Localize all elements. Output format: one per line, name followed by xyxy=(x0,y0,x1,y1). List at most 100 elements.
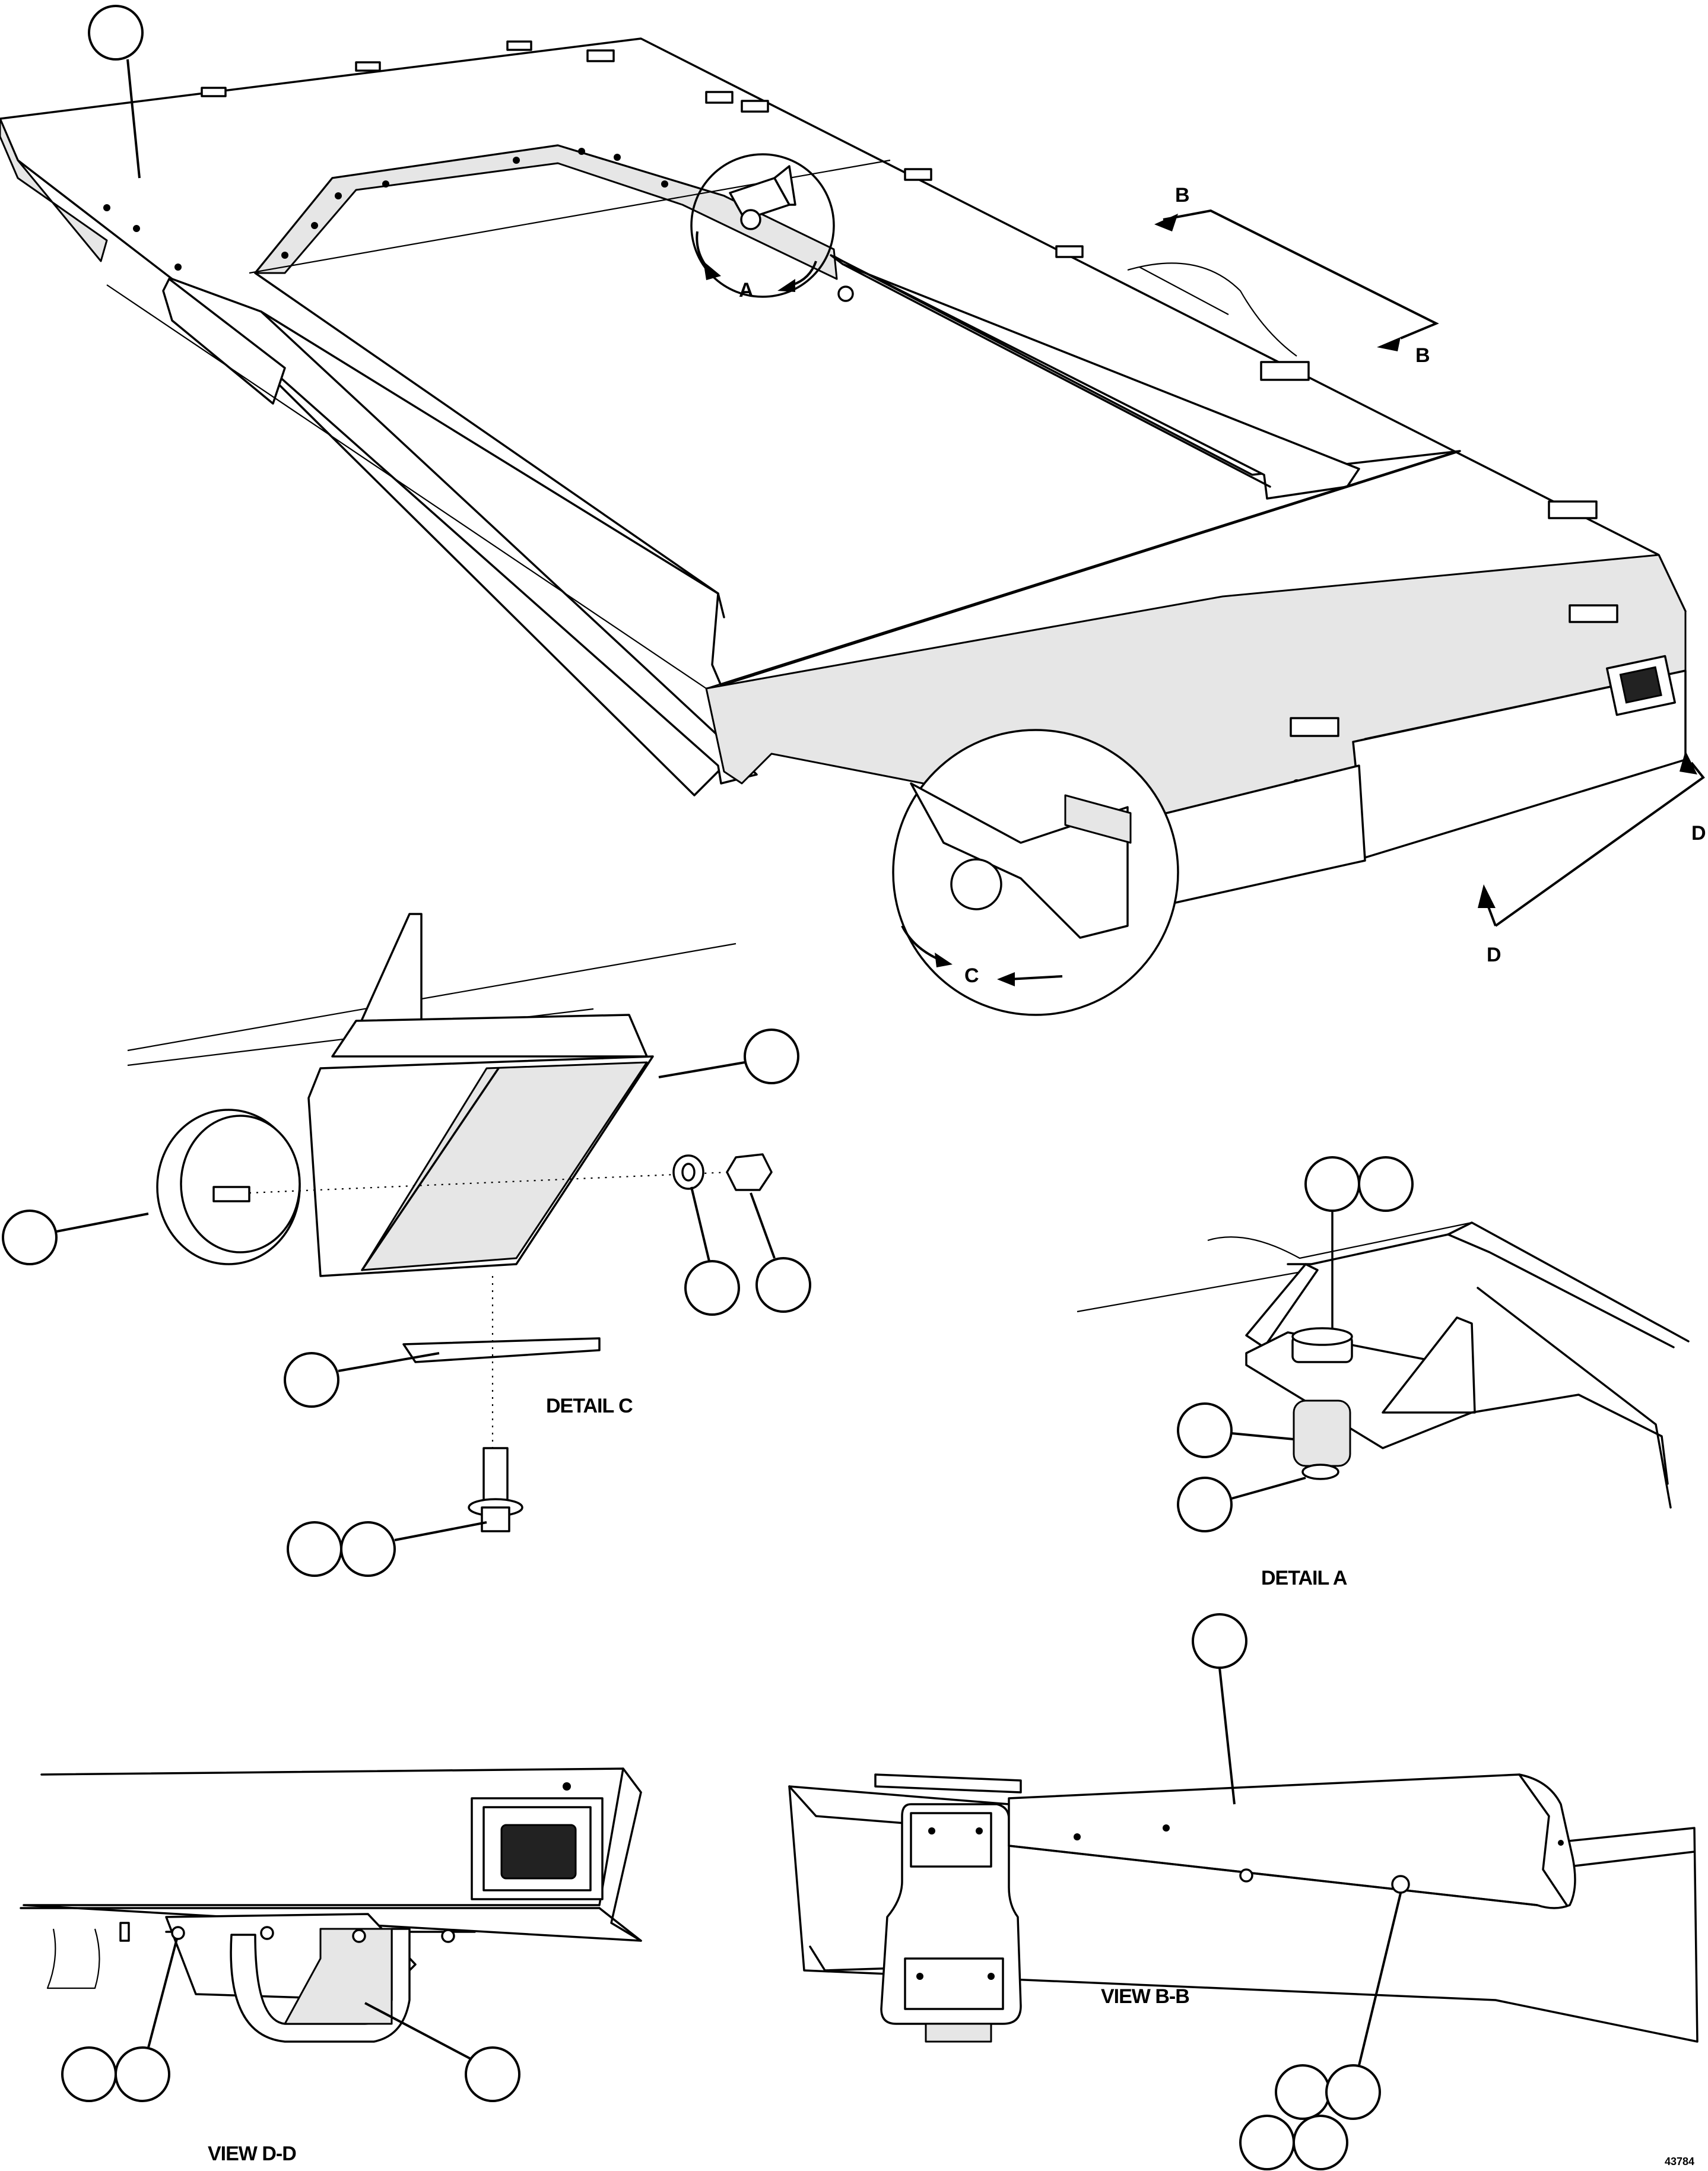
rail-edge xyxy=(842,263,1271,488)
section-b-top-label: B xyxy=(1175,184,1190,207)
section-b-leader xyxy=(1127,262,1297,357)
tab xyxy=(904,168,932,181)
view-dd-fastener xyxy=(352,1929,366,1943)
view-bb-fastener xyxy=(1239,1868,1253,1883)
detail-c-bracket-edge xyxy=(361,1067,500,1271)
detail-c-view: DETAIL C xyxy=(2,913,811,1577)
detail-c-marker: C xyxy=(964,964,979,987)
section-d-top-label: D xyxy=(1691,822,1706,845)
callout-leader xyxy=(690,1186,710,1262)
detail-a-bolt xyxy=(740,209,761,230)
view-dd-strap-face xyxy=(284,1928,393,2025)
top-tabs xyxy=(201,40,1618,737)
detail-c-nut xyxy=(726,1153,773,1191)
detail-a-circle xyxy=(690,153,835,298)
detail-c-bumper-face xyxy=(180,1115,301,1253)
tab xyxy=(741,100,769,113)
detail-a-view: DETAIL A xyxy=(1077,1156,1690,1589)
tab xyxy=(1055,245,1084,258)
detail-c-caption: DETAIL C xyxy=(546,1395,633,1417)
callout-balloon xyxy=(684,1260,740,1316)
left-rail-edge-2 xyxy=(717,592,725,618)
figure-number: 43784 xyxy=(1665,2156,1694,2167)
callout-balloon xyxy=(1325,2064,1381,2120)
detail-a-left-gusset xyxy=(1245,1263,1319,1348)
detail-a-bumper-tip xyxy=(1301,1464,1339,1480)
callout-balloon xyxy=(755,1257,811,1313)
section-d-cut xyxy=(1494,761,1705,927)
view-bb-caption: VIEW B-B xyxy=(1101,1985,1189,2008)
callout-balloon xyxy=(1304,1156,1360,1212)
view-dd-window xyxy=(500,1824,577,1880)
tab xyxy=(1290,717,1339,737)
view-bb-top-tab xyxy=(874,1773,1022,1794)
callout-balloon xyxy=(340,1521,396,1577)
detail-a-frame-line xyxy=(1077,1269,1312,1313)
view-bb-stud xyxy=(925,2023,992,2043)
tab xyxy=(201,87,227,97)
callout-leader xyxy=(364,2002,472,2061)
callout-leader xyxy=(126,59,141,179)
view-dd-fastener xyxy=(171,1926,185,1940)
callout-leader xyxy=(338,1352,440,1372)
callout-leader xyxy=(1231,1432,1294,1440)
callout-leader xyxy=(56,1213,149,1233)
detail-c-bracket-face xyxy=(361,1061,648,1271)
view-dd-caption: VIEW D-D xyxy=(208,2143,296,2165)
view-dd-chamfer xyxy=(598,1907,642,1942)
view-dd: VIEW D-D xyxy=(20,1767,642,2165)
callout-balloon xyxy=(2,1210,58,1265)
callout-balloon xyxy=(287,1521,342,1577)
section-b-cut xyxy=(1163,209,1439,339)
view-bb-pad-top xyxy=(910,1812,992,1868)
section-d-bottom-label: D xyxy=(1487,944,1501,966)
tab xyxy=(705,91,734,104)
callout-balloon xyxy=(1358,1156,1414,1212)
callout-balloon xyxy=(1177,1477,1233,1532)
view-dd-fastener xyxy=(441,1929,455,1943)
view-dd-stud xyxy=(119,1922,130,1942)
callout-balloon xyxy=(1177,1402,1233,1458)
detail-c-bumper xyxy=(950,858,1002,910)
view-bb-bolt xyxy=(1391,1875,1410,1894)
detail-a-marker: A xyxy=(739,279,754,301)
view-bb-pad-bottom xyxy=(904,1957,1004,2010)
callout-balloon xyxy=(1192,1613,1247,1669)
detail-a-rail-lower xyxy=(1477,1287,1672,1509)
tab xyxy=(586,49,615,62)
detail-a-flange-edge xyxy=(1471,1394,1669,1485)
detail-c-top-plate xyxy=(331,1014,648,1058)
detail-c-bolt-shank xyxy=(482,1447,509,1503)
view-bb-channel xyxy=(1008,1773,1576,1909)
detail-a-right-gusset xyxy=(1382,1316,1476,1414)
view-bb: VIEW B-B xyxy=(788,1613,1699,2170)
view-dd-fastener xyxy=(260,1926,274,1940)
detail-a-stud xyxy=(837,285,854,302)
view-bb-channel-end xyxy=(1518,1773,1568,1906)
tab xyxy=(1569,604,1618,623)
end-box-window xyxy=(1619,666,1662,704)
seam-line-2 xyxy=(706,450,1458,690)
callout-leader xyxy=(394,1521,487,1541)
detail-c-pad xyxy=(1064,794,1132,844)
opening-recess xyxy=(254,144,838,280)
view-bb-channel-bottom xyxy=(1008,1845,1538,1906)
left-rail-edge xyxy=(260,310,719,595)
detail-c-arc-right xyxy=(1008,975,1063,980)
callout-balloon xyxy=(1275,2064,1331,2120)
callout-leader xyxy=(1358,1893,1402,2066)
detail-c-gusset xyxy=(355,913,423,1034)
callout-balloon xyxy=(744,1029,799,1084)
detail-a-rail-line xyxy=(1447,1233,1675,1348)
detail-c-bumper-stud xyxy=(212,1186,250,1202)
rivets xyxy=(103,148,668,271)
callout-balloon xyxy=(115,2046,170,2102)
tab xyxy=(355,61,381,72)
tab xyxy=(1548,500,1598,519)
seam-line-1 xyxy=(106,284,707,689)
main-isometric-view: A C B B D D xyxy=(0,5,1706,1016)
callout-balloon xyxy=(1293,2115,1348,2170)
detail-c-bolt-head xyxy=(481,1506,510,1532)
detail-a-bumper xyxy=(1293,1399,1351,1467)
callout-leader xyxy=(658,1061,745,1078)
